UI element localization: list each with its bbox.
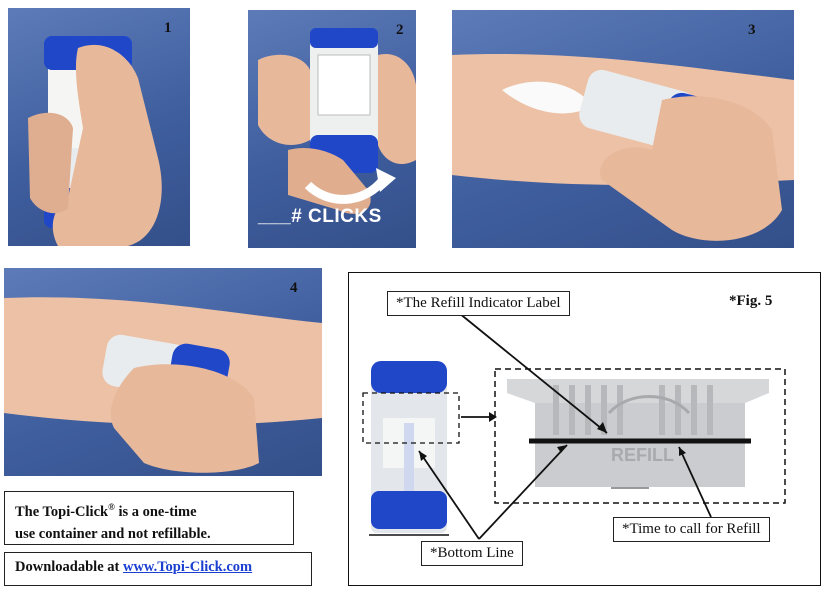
note-line1-rest: is a one-time <box>114 503 197 520</box>
refill-indicator-label: *The Refill Indicator Label <box>387 291 570 316</box>
figure-title: *Fig. 5 <box>729 293 773 309</box>
clicks-overlay-text: ___# CLICKS <box>258 206 382 227</box>
one-time-use-note: The Topi-Click® is a one-time use contai… <box>4 491 294 545</box>
photo-step-3: 3 <box>452 10 794 248</box>
twist-base-illustration <box>258 28 416 214</box>
photo-step-4: 4 <box>4 268 322 476</box>
bottom-line-label: *Bottom Line <box>421 541 523 566</box>
apply-cream-illustration <box>452 54 794 241</box>
website-link[interactable]: www.Topi-Click.com <box>122 559 253 575</box>
brand-name: The Topi-Click <box>15 503 109 520</box>
step-number: 4 <box>290 280 298 296</box>
time-to-call-label: *Time to call for Refill <box>613 517 770 542</box>
download-note: Downloadable at www.Topi-Click.com <box>4 552 312 586</box>
step-number: 1 <box>164 20 172 36</box>
refill-diagram <box>362 312 786 540</box>
note-line2: use container and not refillable. <box>15 525 211 542</box>
container-image <box>369 361 449 536</box>
step-number: 2 <box>396 22 404 38</box>
figure-5-panel: REFILL *The Refill Indicator Label *Fig.… <box>348 272 821 586</box>
download-prefix: Downloadable at <box>15 559 123 575</box>
rub-in-illustration <box>4 297 322 473</box>
step-number: 3 <box>748 22 756 38</box>
hand-holding-container-illustration <box>28 36 162 246</box>
zoomed-base-render <box>507 379 769 489</box>
registered-mark: ® <box>108 502 115 512</box>
refill-text: REFILL <box>611 445 674 465</box>
photo-step-2: 2 ___# CLICKS <box>248 10 416 248</box>
photo-step-1: 1 <box>8 8 190 246</box>
